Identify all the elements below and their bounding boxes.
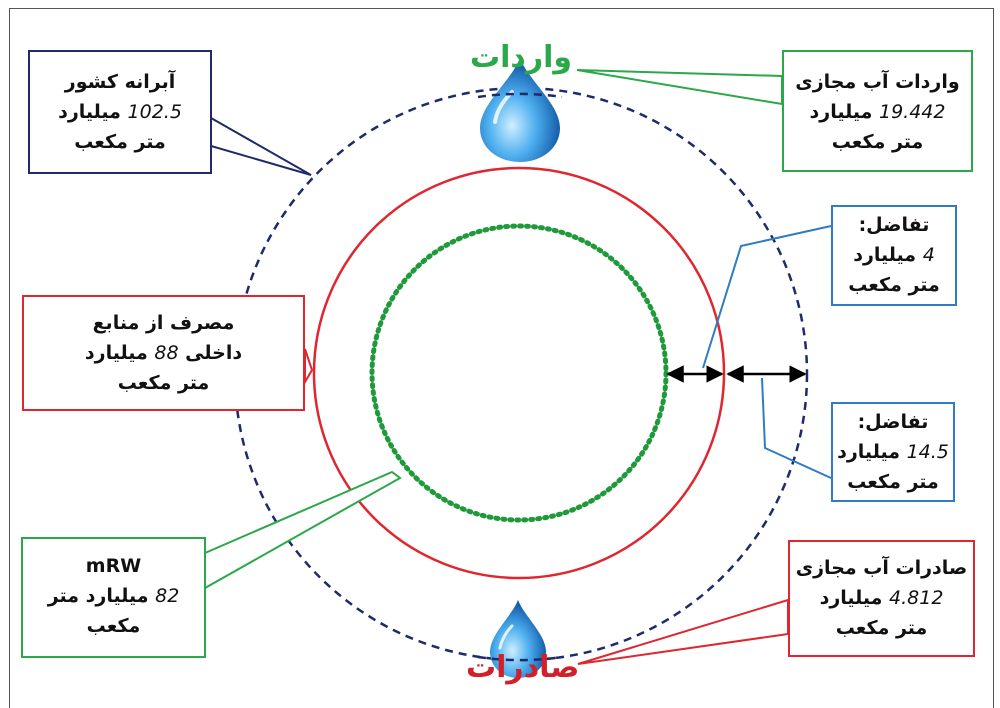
domestic-use-unit: میلیارد — [84, 342, 155, 364]
diff-outer-value: 14.5 — [906, 441, 949, 463]
diff-inner-connector — [702, 225, 832, 369]
domestic-use-title: مصرف از منابع — [92, 312, 235, 334]
mrw-unit-line: مکعب — [86, 615, 141, 637]
domestic-use-value: 88 — [154, 342, 179, 364]
mrw-unit: میلیارد متر — [47, 585, 156, 607]
diff-outer-box: تفاضل: 14.5 میلیارد متر مکعب — [831, 402, 955, 502]
mrw-value: 82 — [155, 585, 180, 607]
diagram-frame — [9, 8, 994, 708]
export-drop-highlight — [498, 624, 514, 650]
virtual-imports-title: واردات آب مجازی — [795, 71, 960, 93]
aquifer-unit-line: متر مکعب — [74, 131, 166, 153]
domestic-use-circle — [312, 166, 726, 580]
virtual-exports-title: صادرات آب مجازی — [795, 557, 968, 579]
aquifer-unit: میلیارد — [58, 101, 128, 123]
virtual-imports-unit-line: متر مکعب — [831, 131, 924, 153]
export-drop-icon — [490, 600, 546, 678]
aquifer-value: 102.5 — [127, 101, 182, 123]
mrw-circle — [369, 223, 669, 523]
virtual-imports-callout — [576, 69, 783, 106]
diff-outer-unit: میلیارد — [837, 441, 907, 463]
domestic-use-callout — [304, 348, 314, 386]
domestic-use-prefix: داخلی — [178, 342, 243, 364]
aquifer-title: آبرانه کشور — [64, 71, 176, 93]
mrw-callout — [204, 470, 402, 590]
virtual-imports-unit: میلیارد — [809, 101, 879, 123]
exports-label: صادرات — [466, 650, 580, 685]
diff-outer-connector — [761, 377, 832, 479]
diff-inner-box: تفاضل: 4 میلیارد متر مکعب — [831, 205, 957, 306]
aquifer-callout — [210, 116, 312, 176]
diff-inner-title: تفاضل: — [858, 214, 930, 236]
aquifer-box: آبرانه کشور 102.5 میلیارد متر مکعب — [28, 50, 212, 174]
diff-outer-unit-line: متر مکعب — [847, 471, 939, 493]
diff-outer-title: تفاضل: — [857, 411, 929, 433]
aquifer-circle-overlay-bottom — [477, 655, 563, 662]
virtual-imports-box: واردات آب مجازی 19.442 میلیارد متر مکعب — [782, 50, 973, 172]
aquifer-circle-overlay-top — [477, 92, 563, 99]
virtual-exports-unit: میلیارد — [819, 587, 890, 609]
import-drop-icon — [480, 58, 560, 162]
imports-label: واردات — [470, 40, 573, 75]
mrw-title: mRW — [85, 555, 142, 577]
virtual-exports-value: 4.812 — [889, 587, 944, 609]
virtual-exports-box: صادرات آب مجازی 4.812 میلیارد متر مکعب — [788, 540, 975, 657]
domestic-use-unit-line: متر مکعب — [117, 372, 210, 394]
diff-inner-unit-line: متر مکعب — [848, 274, 940, 296]
domestic-use-box: مصرف از منابع داخلی 88 میلیارد متر مکعب — [22, 295, 305, 411]
diff-inner-value: 4 — [922, 244, 935, 266]
diff-inner-unit: میلیارد — [853, 244, 923, 266]
mrw-box: mRW 82 میلیارد متر مکعب — [21, 537, 206, 658]
virtual-imports-value: 19.442 — [878, 101, 946, 123]
virtual-exports-unit-line: متر مکعب — [835, 617, 928, 639]
virtual-exports-callout — [577, 598, 789, 665]
